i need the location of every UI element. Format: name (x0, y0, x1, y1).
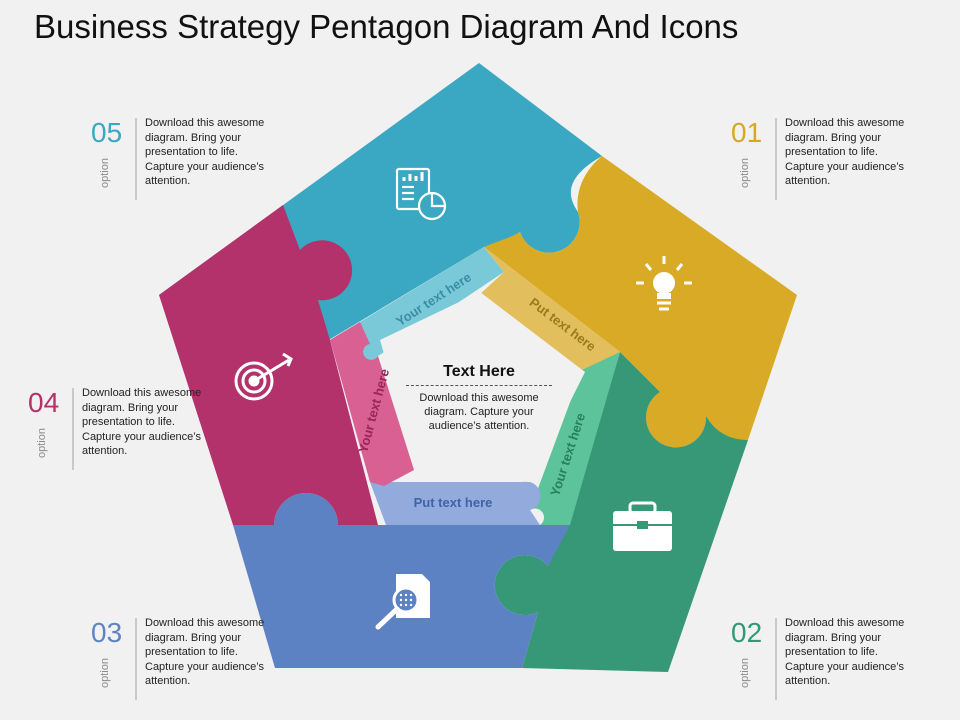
option-description: Download this awesome diagram. Bring you… (145, 117, 265, 187)
option-02: 02 option Download this awesome diagram.… (731, 617, 921, 708)
option-divider (135, 618, 137, 700)
option-01: 01 option Download this awesome diagram.… (731, 117, 921, 208)
option-description: Download this awesome diagram. Bring you… (785, 117, 905, 187)
option-label: option (739, 158, 751, 188)
option-label: option (739, 658, 751, 688)
option-label: option (99, 658, 111, 688)
band-top (330, 247, 504, 364)
lightbulb-icon (636, 256, 692, 311)
option-divider (72, 388, 74, 470)
option-description: Download this awesome diagram. Bring you… (145, 617, 265, 687)
option-divider (775, 618, 777, 700)
center-description: Download this awesome diagram. Capture y… (419, 392, 539, 432)
option-number: 02 (731, 617, 763, 648)
option-number: 05 (91, 117, 123, 148)
center-divider (406, 385, 552, 386)
center-title: Text Here (443, 363, 515, 380)
option-divider (135, 118, 137, 200)
band-right-top (478, 247, 620, 386)
option-03: 03 option Download this awesome diagram.… (91, 617, 281, 708)
report-chart-icon (395, 167, 447, 221)
center-pentagon (380, 292, 585, 482)
option-description: Download this awesome diagram. Bring you… (785, 617, 905, 687)
option-04: 04 option Download this awesome diagram.… (28, 387, 218, 478)
option-05: 05 option Download this awesome diagram.… (91, 117, 281, 208)
option-label: option (99, 158, 111, 188)
option-divider (775, 118, 777, 200)
band-left (330, 322, 414, 486)
option-description: Download this awesome diagram. Bring you… (82, 387, 202, 457)
target-icon (234, 352, 293, 401)
document-search-icon (375, 574, 430, 630)
segment-yellow (484, 156, 797, 448)
option-label: option (36, 428, 48, 458)
band-label-bottom: Put text here (414, 495, 493, 510)
briefcase-icon (613, 501, 672, 551)
option-number: 04 (28, 387, 60, 418)
option-number: 01 (731, 117, 763, 148)
option-number: 03 (91, 617, 123, 648)
band-bottom (370, 481, 541, 525)
page-title: Business Strategy Pentagon Diagram And I… (34, 8, 739, 45)
band-right-bottom (530, 352, 620, 525)
segment-magenta (159, 205, 378, 525)
segment-green (494, 295, 797, 672)
